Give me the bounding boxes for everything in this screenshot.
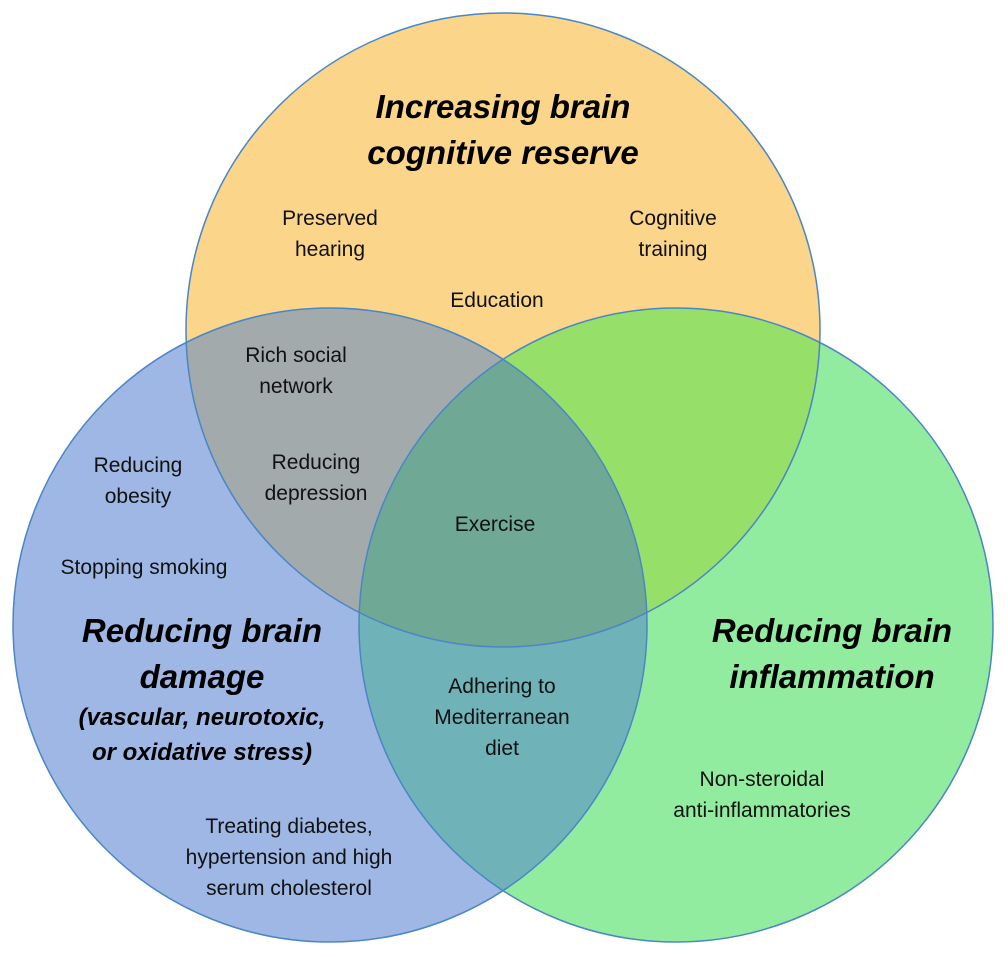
item-rich-social-network: Rich social network (245, 344, 347, 398)
circle-left-outline (12, 307, 648, 943)
right-circle-title: Reducing brain inflammation (711, 612, 953, 695)
item-stopping-smoking: Stopping smoking (60, 556, 228, 579)
item-reducing-obesity: Reducing obesity (93, 454, 183, 508)
item-reducing-depression: Reducing depression (264, 451, 368, 505)
item-exercise: Exercise (454, 513, 536, 536)
overlap-center (359, 308, 647, 647)
item-education: Education (450, 289, 544, 312)
circle-top-outline (185, 12, 821, 648)
item-preserved-hearing: Preserved hearing (282, 207, 378, 261)
item-cognitive-training: Cognitive training (629, 207, 717, 261)
circle-right-outline (358, 307, 994, 943)
item-mediterranean-diet: Adhering to Mediterranean diet (434, 675, 570, 760)
top-circle-title: Increasing brain cognitive reserve (367, 88, 639, 171)
item-nsaids: Non-steroidal anti-inflammatories (673, 768, 851, 822)
item-treating-diabetes: Treating diabetes, hypertension and high… (185, 815, 393, 900)
left-circle-title: Reducing brain damage (vascular, neuroto… (78, 612, 326, 766)
